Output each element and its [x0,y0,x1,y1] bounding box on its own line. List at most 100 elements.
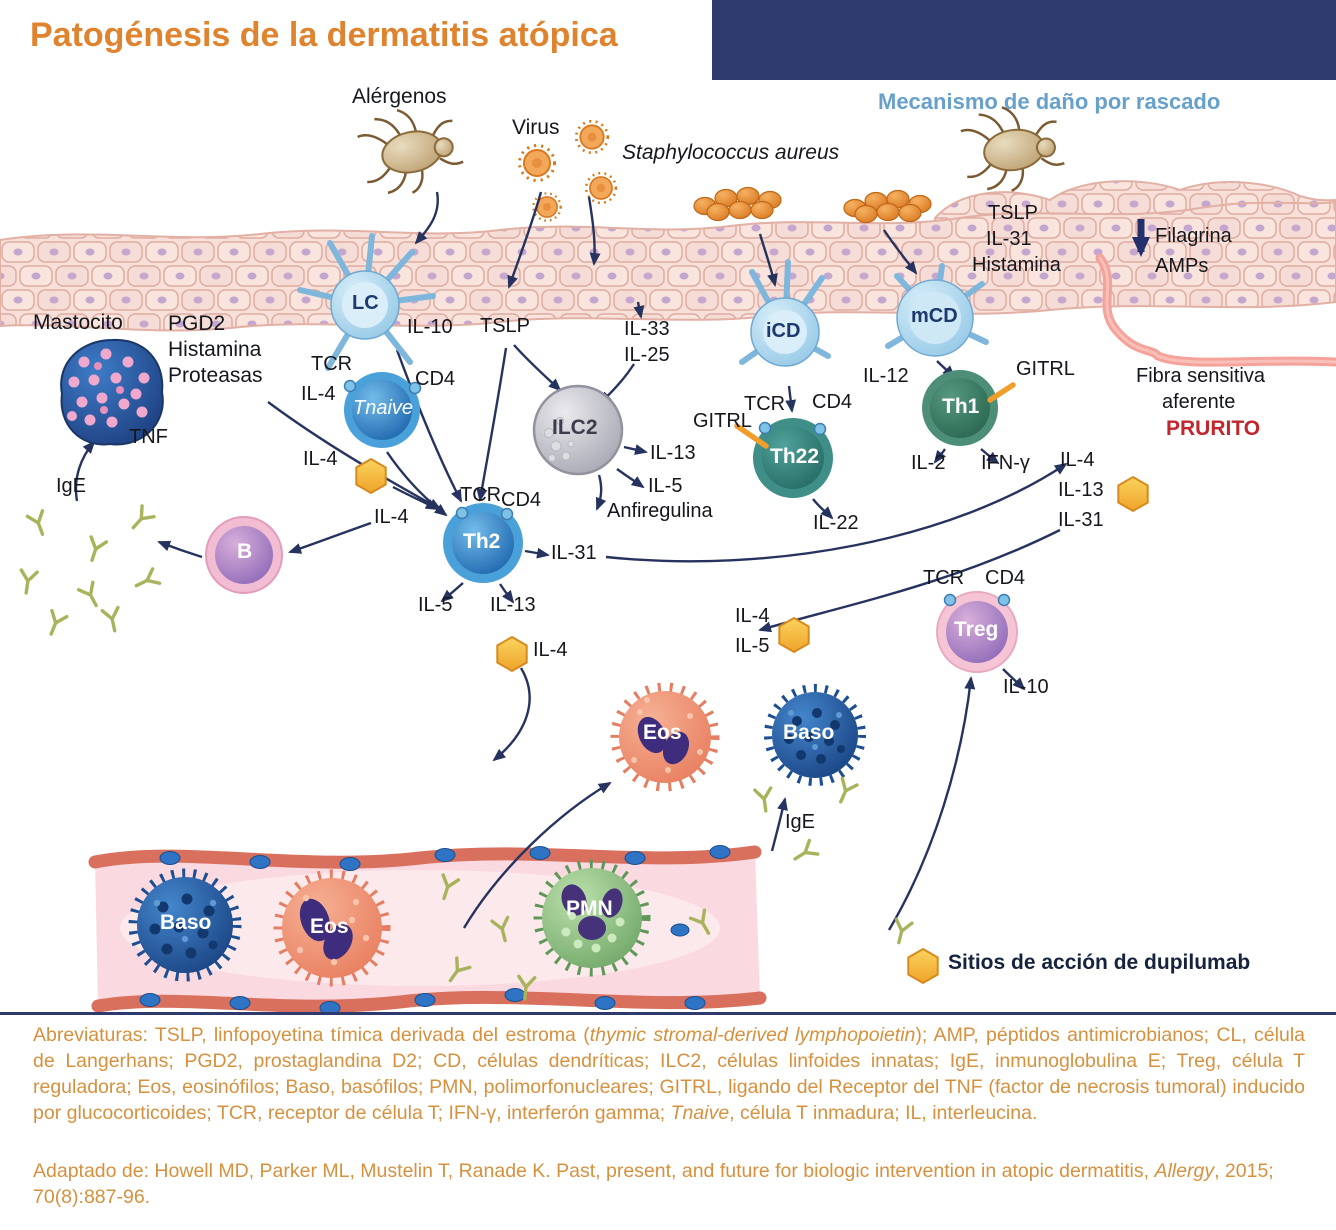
il31-th2-label: IL-31 [551,542,597,564]
page-title: Patogénesis de la dermatitis atópica [30,16,618,54]
sensory-fiber-label-1: Fibra sensitiva [1136,365,1265,387]
epidermis-layer [0,180,1336,332]
il5-th2-label: IL-5 [418,594,453,616]
tcr-treg-label: TCR [923,567,965,589]
gitrl-th1-label: GITRL [1016,358,1075,380]
amps-label: AMPs [1155,255,1209,277]
tcr-th2-label: TCR [460,484,502,506]
tcr-tnaive-label: TCR [311,353,353,375]
dust-mite-right [957,98,1069,198]
histamine-skin-label: Histamina [972,254,1061,276]
endothelial-nuclei [139,845,731,1015]
baso-tissue-label: Baso [783,721,835,744]
il13-right-label: IL-13 [1058,479,1104,501]
abbr-segment-italic-1: thymic stromal-derived lymphopoietin [589,1024,916,1046]
ilc2-label: ILC2 [552,416,598,439]
treg-label: Treg [954,618,999,641]
pruritus-label: PRURITO [1166,417,1261,440]
cd4-tnaive-label: CD4 [415,368,456,390]
tnaive-cell [343,372,422,448]
tslp-skin-label: TSLP [988,202,1039,224]
abbr-segment-2: ); AMP, péptidos antimicrobianos; CL, cé… [33,1024,1306,1125]
eos-cell-vessel [273,869,391,987]
mast-cell [60,338,164,446]
dupilumab-legend-label: Sitios de acción de dupilumab [948,951,1251,974]
th1-label: Th1 [942,395,980,418]
icd-label: iCD [766,320,801,342]
sensory-fiber-label-2: aferente [1162,391,1236,413]
ige-center-label: IgE [785,811,816,833]
allergens-label: Alérgenos [352,85,447,108]
citation-segment-1: Adaptado de: Howell MD, Parker ML, Muste… [33,1160,1155,1182]
il4-hex1-label: IL-4 [303,448,338,470]
abbr-segment-italic-2: Tnaive [670,1102,730,1125]
il5-ilc2-label: IL-5 [648,475,683,497]
gitrl-th22-label: GITRL [693,410,752,432]
dust-mite-left [352,97,469,203]
footer-divider [0,1012,1336,1015]
th22-cell [734,418,833,498]
tslp-center-label: TSLP [480,315,531,337]
il10-lc-label: IL-10 [407,316,453,338]
cd4-th2-label: CD4 [501,489,542,511]
th1-cell [922,370,1016,446]
histamine-mast-label: Histamina [168,338,262,361]
filaggrin-label: Filagrina [1155,225,1232,247]
il4-mid-label: IL-4 [735,605,770,627]
ifng-label: IFN-γ [981,452,1030,474]
b-cell [205,516,283,594]
il31-skin-label: IL-31 [986,228,1032,250]
header-banner [712,0,1336,80]
lc-label: LC [352,292,379,314]
baso-cell-tissue [764,684,866,786]
pmn-cell [533,859,651,977]
eos-vessel-label: Eos [310,915,349,938]
langerhans-cell [297,233,436,371]
il22-label: IL-22 [813,512,859,534]
pgd2-label: PGD2 [168,312,226,335]
baso-vessel-label: Baso [160,911,212,934]
cd4-treg-label: CD4 [985,567,1026,589]
b-cell-label: B [237,540,253,563]
eos-cell-tissue [610,682,720,792]
staph-label: Staphylococcus aureus [622,141,840,164]
ilc2-cell [532,384,624,476]
icd-cell [739,259,831,367]
citation-segment-2: , 2015; 70(8):887-96. [33,1160,1274,1209]
il25-label: IL-25 [624,344,670,366]
staph-bacteria [693,186,932,224]
th2-label: Th2 [463,530,501,553]
pathway-arrows [74,191,1068,931]
treg-cell [936,591,1018,673]
il31-right-label: IL-31 [1058,509,1104,531]
il10-treg-label: IL-10 [1003,676,1049,698]
mcd-cell [885,263,989,357]
citation-segment-italic: Allergy [1154,1160,1215,1182]
il4-tnaive-label: IL-4 [301,383,336,405]
th22-label: Th22 [770,445,820,468]
ige-left-label: IgE [56,475,87,497]
tcr-th22-label: TCR [744,393,786,415]
mcd-label: mCD [911,305,958,327]
il4-right-label: IL-4 [1060,449,1095,471]
il12-label: IL-12 [863,365,909,387]
il33-label: IL-33 [624,318,670,340]
eos-tissue-label: Eos [643,721,682,744]
il13-th2-label: IL-13 [490,594,536,616]
mast-cell-label: Mastocito [33,311,123,334]
nerve-fiber [1095,253,1336,367]
tnaive-label: Tnaive [353,397,414,419]
il5-mid-label: IL-5 [735,635,770,657]
pmn-label: PMN [566,897,613,920]
th2-cell [443,503,523,583]
il4-th2-label: IL-4 [374,506,409,528]
abbreviations-paragraph: Abreviaturas: TSLP, linfopoyetina tímica… [33,1022,1305,1127]
cd4-th22-label: CD4 [812,391,853,413]
tnf-label: TNF [129,426,168,448]
baso-cell-vessel [128,868,242,982]
il2-label: IL-2 [911,452,946,474]
amphiregulin-label: Anfiregulina [607,500,713,522]
abbr-segment-3: , célula T inmadura; IL, interleucina. [729,1102,1038,1125]
